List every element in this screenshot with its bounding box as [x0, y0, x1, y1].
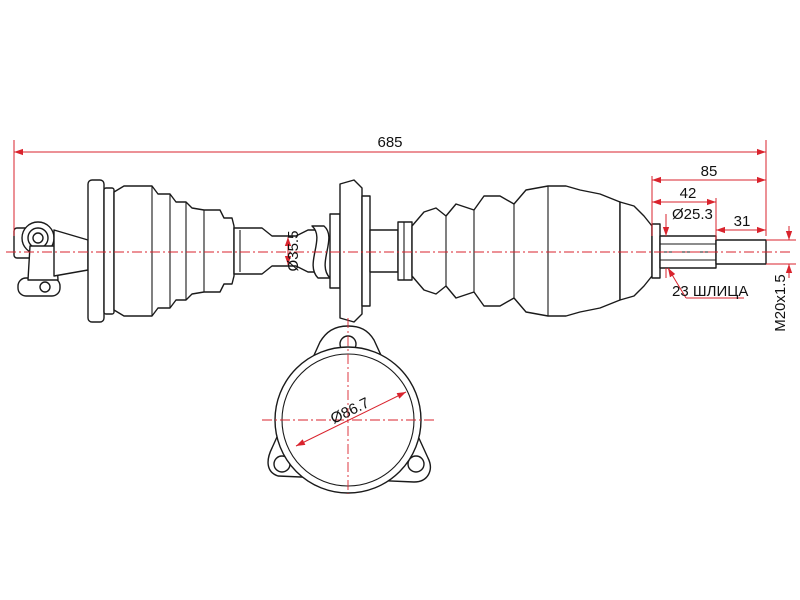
mounting-flange-side — [329, 179, 371, 323]
spline-diameter-label: Ø25.3 — [672, 206, 713, 223]
inner-cv-housing — [87, 179, 115, 323]
inner-cv-boot — [113, 185, 235, 317]
flange-centerlines — [262, 318, 434, 494]
flange-bolt-hole-right — [407, 455, 425, 473]
shaft-diameter-label: Ø35.5 — [285, 231, 302, 272]
spline-count-label: 23 ШЛИЦА — [672, 283, 748, 300]
overall-length-label: 685 — [377, 134, 402, 151]
thread-length-label: 31 — [734, 213, 751, 230]
flange-diameter-dim — [295, 391, 407, 447]
thread-spec-label: M20x1.5 — [772, 274, 789, 332]
dimension-lines — [13, 140, 796, 299]
shaft-bar-right — [369, 221, 413, 281]
spline-length-label: 42 — [680, 185, 697, 202]
shaft-bar-left — [233, 227, 319, 275]
splined-end-length-label: 85 — [701, 163, 718, 180]
inner-joint-mount — [13, 221, 89, 297]
outer-cv-boot — [411, 185, 621, 317]
shaft-assembly — [13, 179, 767, 323]
outer-cv-housing — [619, 201, 661, 301]
